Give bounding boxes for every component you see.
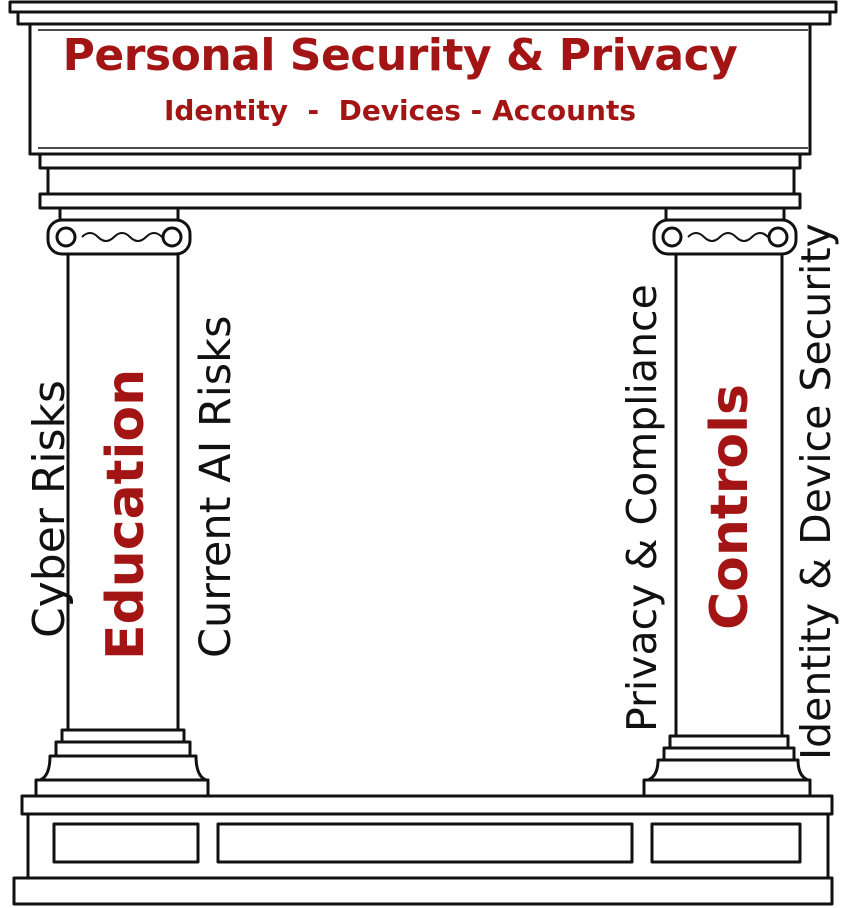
identity-device-security-label: Identity & Device Security <box>792 223 840 760</box>
current-ai-risks-label: Current AI Risks <box>191 315 241 658</box>
controls-label: Controls <box>700 384 760 630</box>
privacy-compliance-label: Privacy & Compliance <box>618 284 666 732</box>
cyber-risks-label: Cyber Risks <box>24 380 75 638</box>
base <box>12 794 834 906</box>
education-label: Education <box>96 368 156 660</box>
right-column <box>642 206 812 798</box>
page-title: Personal Security & Privacy <box>62 30 738 81</box>
entablature <box>8 0 838 210</box>
left-column <box>34 206 210 798</box>
page-subtitle: Identity - Devices - Accounts <box>163 94 637 127</box>
